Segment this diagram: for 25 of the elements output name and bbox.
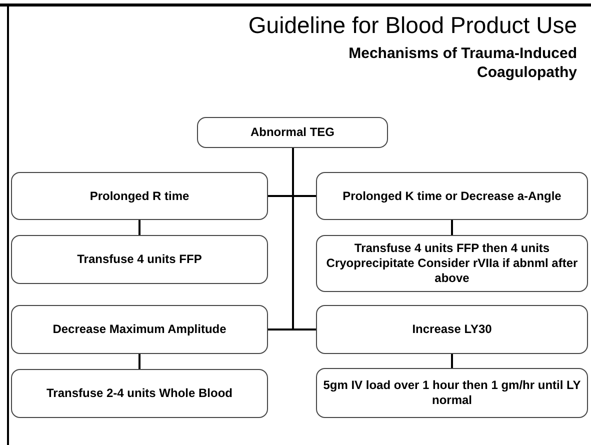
box-text: Transfuse 4 units FFP: [76, 252, 203, 267]
box-text: 5gm IV load over 1 hour then 1 gm/hr until LY normal: [322, 378, 582, 408]
box-text: Increase LY30: [411, 322, 493, 337]
process-box: [316, 235, 588, 292]
process-box: [11, 235, 268, 284]
box-text: Transfuse 4 units FFP then 4 units Cryoprecipitate Consider rVIIa if abnml after above: [325, 241, 579, 286]
connector-line: [138, 220, 140, 235]
process-box: [11, 172, 268, 220]
process-box: [11, 305, 268, 354]
connector-line: [451, 220, 453, 235]
process-box: [11, 369, 268, 418]
process-box: [197, 117, 388, 148]
title: Guideline for Blood Product Use: [248, 12, 577, 39]
connector-line: [138, 354, 140, 369]
box-text: Transfuse 2-4 units Whole Blood: [45, 386, 234, 401]
process-box: [316, 368, 588, 418]
connector-line: [451, 354, 453, 368]
process-box: [316, 305, 588, 354]
subtitle: Mechanisms of Trauma-Induced Coagulopathy: [348, 44, 577, 82]
box-text: Prolonged K time or Decrease a-Angle: [342, 188, 562, 204]
box-text: Prolonged R time: [88, 188, 190, 204]
box-text: Decrease Maximum Amplitude: [52, 322, 228, 337]
box-text: Abnormal TEG: [249, 125, 336, 140]
process-box: [316, 172, 588, 220]
connector-line: [292, 148, 316, 330]
